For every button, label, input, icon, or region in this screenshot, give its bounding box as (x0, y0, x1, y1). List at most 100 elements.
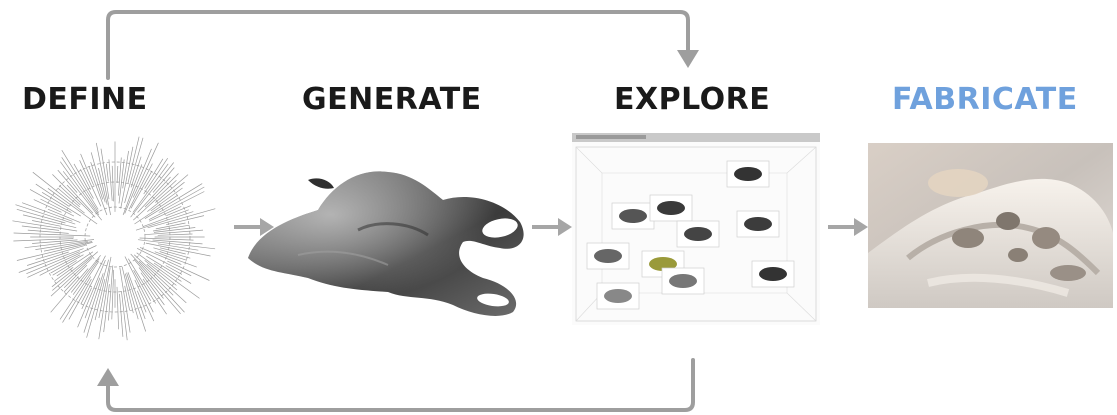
tree-branch (142, 209, 189, 227)
tree-branch (157, 243, 199, 251)
tree-branch (130, 253, 185, 313)
tree-branch (133, 163, 169, 213)
tree-branch (81, 287, 92, 310)
thumbnail-shape (604, 289, 632, 303)
tree-branch (133, 179, 177, 221)
tree-branch (122, 150, 129, 189)
tree-branch (144, 260, 177, 286)
step-title-generate: GENERATE (302, 82, 482, 117)
tree-branch (33, 199, 62, 213)
tree-branch (154, 251, 197, 268)
tree-branch (41, 192, 81, 217)
tree-branch (124, 256, 154, 313)
fabricated-object-photo (868, 143, 1113, 308)
tree-ring (84, 206, 146, 268)
bottom-loop-arrowhead-icon (97, 368, 119, 386)
tree-branch (130, 156, 142, 188)
tree-branch (119, 267, 131, 333)
tree-branch (133, 259, 181, 315)
tree-branch (155, 222, 186, 230)
tree-branch (86, 259, 109, 338)
tree-branch (155, 174, 189, 203)
tree-branch (148, 191, 205, 221)
tree-branch (12, 220, 78, 232)
tree-branch (72, 258, 100, 295)
tree-ring (59, 181, 171, 293)
tree-branch (128, 163, 153, 210)
tree-branch (117, 157, 122, 196)
tree-branch (40, 198, 75, 217)
tree-branch (166, 205, 191, 217)
tree-branch (146, 255, 192, 284)
tree-branch (60, 161, 100, 216)
thumbnail-shape (619, 209, 647, 223)
tree-branch (145, 242, 211, 257)
step-title-define: DEFINE (22, 82, 148, 117)
tree-branch (138, 267, 164, 299)
tree-branch (50, 254, 84, 274)
tree-branch (27, 229, 69, 234)
tree-branch (62, 276, 91, 323)
tree-branch (66, 184, 94, 214)
tree-branch (127, 272, 146, 320)
tree-branch (21, 202, 73, 222)
tree-branch (50, 268, 89, 313)
tree-branch (62, 171, 102, 221)
thumbnail-shape (657, 201, 685, 215)
tree-branch (50, 257, 93, 297)
tree-branch (124, 137, 144, 204)
tree-branch (159, 247, 186, 255)
thumbnail-shape (744, 217, 772, 231)
tree-branch (120, 146, 134, 209)
tree-branch (111, 165, 114, 202)
tree-branch (39, 254, 81, 276)
tree-branch (135, 211, 194, 231)
tree-branch (18, 248, 84, 273)
tree-branch (26, 251, 80, 275)
tree-branch (153, 262, 182, 282)
tree-branch (57, 169, 78, 193)
thumbnail-shape (734, 167, 762, 181)
tree-branch (35, 183, 70, 207)
tree-branch (121, 290, 128, 341)
tree-ring (39, 161, 191, 313)
tree-branch (73, 163, 94, 199)
tree-branch (133, 254, 187, 304)
tree-branch (52, 174, 96, 218)
tree-branch (94, 279, 106, 321)
tree-branch (137, 239, 216, 250)
tree-branch (100, 148, 110, 200)
tree-branch (157, 233, 193, 236)
tree-branch (61, 157, 99, 213)
radial-tree-image (12, 136, 216, 341)
tree-branch (159, 251, 187, 261)
thumbnail-shape (594, 249, 622, 263)
tree-branch (15, 204, 76, 225)
tree-branch (70, 255, 101, 293)
tree-branch (26, 251, 69, 266)
tree-branch (128, 258, 156, 304)
flow-arrow-icon (532, 218, 572, 236)
tree-branch (13, 238, 74, 242)
tree-branch (136, 252, 200, 299)
tree-branch (136, 290, 147, 313)
tree-branch (126, 272, 147, 332)
tree-branch (35, 244, 86, 260)
tree-branch (59, 185, 81, 206)
tree-branch (47, 208, 81, 223)
bottom-loop-line (106, 358, 695, 412)
tree-branch (21, 225, 60, 231)
thumbnail-shape (684, 227, 712, 241)
tree-branch (152, 239, 203, 245)
tree-branch (143, 158, 168, 195)
tree-branch (147, 181, 185, 212)
tree-branch (79, 160, 102, 207)
tree-branch (16, 208, 66, 224)
tree-branch (90, 152, 106, 203)
tree-branch (153, 227, 196, 233)
tree-branch (52, 260, 77, 276)
tree-branch (57, 187, 81, 208)
tree-branch (166, 215, 205, 226)
tree-branch (167, 260, 210, 281)
step-title-explore: EXPLORE (614, 82, 771, 117)
